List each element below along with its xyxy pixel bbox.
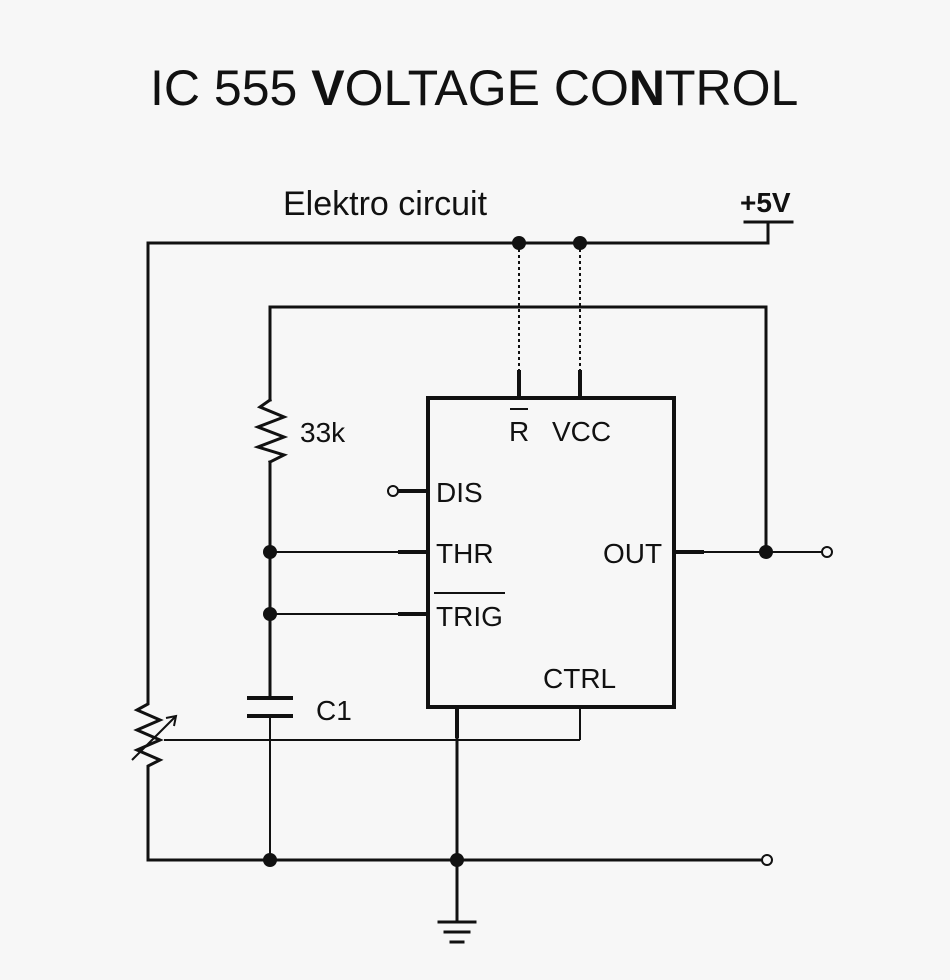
potentiometer-arrow-head (165, 714, 178, 727)
feedback-wire (268, 305, 768, 554)
pin-vcc-label: VCC (552, 416, 611, 447)
output-junction (759, 545, 773, 559)
potentiometer-arrow-shaft (131, 715, 177, 761)
capacitor-label: C1 (316, 695, 352, 726)
pin-dis-label: DIS (436, 477, 483, 508)
pin-trig-label: TRIG (436, 601, 503, 632)
resistor-label: 33k (300, 417, 346, 448)
potentiometer (133, 680, 164, 802)
pin-reset-label: R (509, 416, 529, 447)
pin-thr-label: THR (436, 538, 494, 569)
vcc-junction (573, 236, 587, 250)
supply-voltage-label: +5V (740, 187, 791, 218)
output-terminal (821, 546, 833, 558)
ground-icon (437, 920, 477, 944)
pin-out-label: OUT (603, 538, 662, 569)
dis-terminal (387, 485, 399, 497)
pin-ctrl-label: CTRL (543, 663, 616, 694)
ground-terminal (761, 854, 773, 866)
capacitor-ground-junction (263, 853, 277, 867)
diagram-subtitle: Elektro circuit (283, 185, 488, 223)
ic-ground-junction (450, 853, 464, 867)
reset-junction (512, 236, 526, 250)
resistor-33k (253, 397, 289, 465)
diagram-title: IC 555 VOLTAGE CONTROL (150, 60, 798, 116)
